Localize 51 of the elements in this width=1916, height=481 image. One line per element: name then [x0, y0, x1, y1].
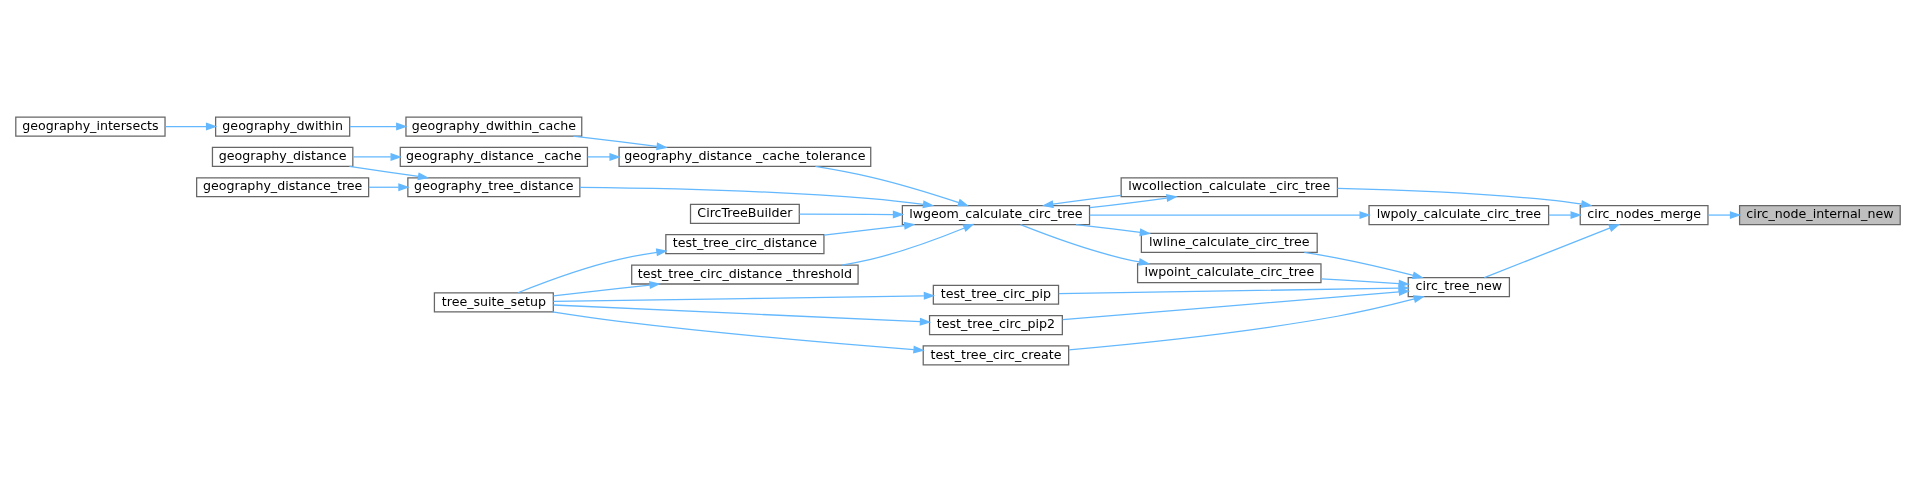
arrow — [572, 134, 668, 150]
arrow — [552, 280, 661, 296]
node-box: geography_distance _cache — [399, 146, 589, 167]
arrow — [552, 291, 936, 302]
node-box: test_tree_circ_create — [922, 344, 1070, 366]
arrow — [1042, 194, 1122, 208]
arrow — [1075, 223, 1152, 236]
arrow — [814, 165, 970, 206]
arrow — [348, 165, 430, 180]
arrow — [1548, 210, 1582, 219]
node-box: test_tree_circ_pip2 — [928, 314, 1063, 335]
arrow — [1089, 193, 1178, 208]
node-box: lwpoly_calculate_circ_tree — [1368, 204, 1550, 225]
arrow — [349, 122, 408, 131]
node-box: geography_distance — [211, 146, 354, 167]
arrow — [1089, 210, 1371, 219]
node-box: geography_distance _cache_tolerance — [618, 146, 872, 167]
node-box: geography_distance_tree — [196, 176, 370, 197]
node-box: test_tree_circ_pip — [932, 284, 1060, 305]
node-box: circ_tree_new — [1407, 276, 1511, 297]
node-box: geography_dwithin_cache — [405, 115, 583, 137]
node-box: circ_nodes_merge — [1579, 204, 1709, 225]
node-box: geography_intersects — [15, 115, 166, 137]
arrow — [552, 303, 932, 326]
node-box: tree_suite_setup — [433, 291, 554, 312]
arrow — [798, 210, 905, 219]
node-box: lwpoint_calculate_circ_tree — [1136, 262, 1322, 283]
arrow — [1068, 294, 1425, 350]
node-box: lwgeom_calculate_circ_tree — [901, 204, 1091, 225]
arrow — [1483, 223, 1621, 278]
node-box: circ_node_internal_new — [1738, 204, 1901, 225]
arrow — [1019, 223, 1151, 266]
arrow — [587, 152, 621, 161]
node-box: CircTreeBuilder — [689, 203, 800, 224]
node-box: test_tree_circ_distance _threshold — [631, 263, 859, 285]
arrow — [551, 310, 925, 353]
arrow — [1707, 210, 1742, 219]
arrow — [352, 152, 402, 161]
arrow — [579, 186, 935, 208]
node-box: geography_tree_distance — [407, 176, 581, 197]
arrow — [517, 247, 668, 293]
arrow — [1336, 187, 1593, 208]
arrow — [823, 221, 916, 236]
arrow — [164, 122, 218, 131]
arrow — [841, 223, 975, 266]
arrow — [368, 182, 410, 191]
arrow — [1303, 251, 1424, 279]
node-box: lwline_calculate_circ_tree — [1140, 232, 1318, 253]
node-box: geography_dwithin — [215, 115, 351, 137]
node-box: lwcollection_calculate _circ_tree — [1120, 176, 1339, 197]
node-box: test_tree_circ_distance — [665, 233, 825, 254]
